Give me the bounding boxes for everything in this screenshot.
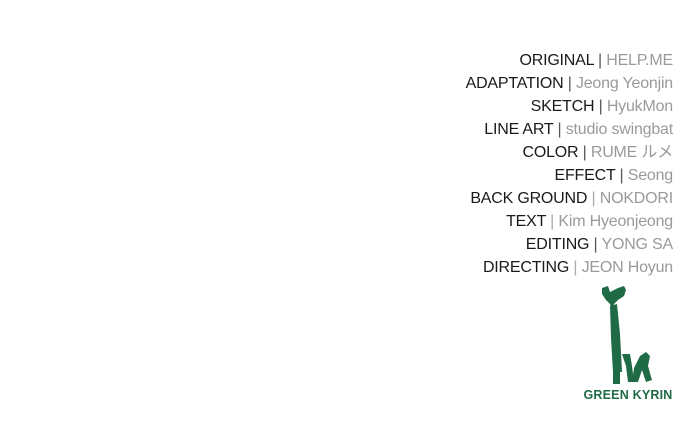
credit-name: RUME ルメ (590, 144, 673, 161)
credit-directing: DIRECTING | JEON Hoyun (466, 256, 673, 279)
credit-separator: | (573, 259, 578, 276)
credit-name: YONG SA (601, 236, 673, 253)
credit-color: COLOR | RUME ルメ (466, 141, 673, 164)
credit-role: ADAPTATION (465, 75, 564, 92)
credit-role: SKETCH (530, 98, 595, 115)
credit-name: Jeong Yeonjin (575, 75, 673, 92)
credit-separator: | (598, 98, 603, 115)
credit-role: TEXT (506, 213, 546, 230)
credit-name: NOKDORI (599, 190, 673, 207)
credit-role: COLOR (522, 144, 579, 161)
credit-name: Seong (627, 167, 673, 184)
credit-separator: | (550, 213, 555, 230)
credit-role: ORIGINAL (519, 52, 594, 69)
credit-role: BACK GROUND (470, 190, 588, 207)
credit-effect: EFFECT | Seong (466, 164, 674, 187)
giraffe-icon: GREEN KYRIN (583, 286, 672, 400)
credit-separator: | (619, 167, 624, 184)
credit-separator: | (582, 144, 587, 161)
credit-role: DIRECTING (482, 259, 570, 276)
credit-editing: EDITING | YONG SA (466, 233, 673, 256)
credit-role: EDITING (525, 236, 590, 253)
credit-sketch: SKETCH | HyukMon (466, 95, 674, 118)
credit-name: JEON Hoyun (581, 259, 674, 276)
credit-line-art: LINE ART | studio swingbat (466, 118, 673, 141)
svg-text:GREEN KYRIN: GREEN KYRIN (583, 388, 672, 400)
credits-list: ORIGINAL | HELP.ME ADAPTATION | Jeong Ye… (465, 49, 674, 279)
credit-name: Kim Hyeonjeong (558, 213, 673, 230)
credit-background: BACK GROUND | NOKDORI (466, 187, 673, 210)
credit-separator: | (557, 121, 562, 138)
credit-separator: | (567, 75, 572, 92)
credit-role: LINE ART (484, 121, 554, 138)
credit-separator: | (598, 52, 602, 69)
credit-separator: | (593, 236, 598, 253)
credit-separator: | (591, 190, 596, 207)
credit-name: HELP.ME (606, 52, 673, 69)
credit-text: TEXT | Kim Hyeonjeong (466, 210, 673, 233)
credit-role: EFFECT (554, 167, 616, 184)
green-kyrin-logo: GREEN KYRIN (580, 284, 680, 400)
credit-adaptation: ADAPTATION | Jeong Yeonjin (465, 72, 674, 95)
credit-name: studio swingbat (565, 121, 673, 138)
credit-original: ORIGINAL | HELP.ME (466, 49, 673, 72)
credit-name: HyukMon (606, 98, 673, 115)
